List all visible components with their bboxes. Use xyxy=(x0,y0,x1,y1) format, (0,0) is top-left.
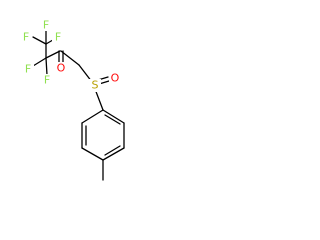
atom-o-sulfinyl: O xyxy=(111,72,120,85)
ring-inner-1 xyxy=(104,114,121,125)
atom-f4: F xyxy=(25,63,31,76)
bond-c2-f-left xyxy=(32,57,47,67)
atom-labels: F F F F F O S O xyxy=(20,18,121,92)
atom-o-ketone: O xyxy=(57,62,66,75)
ring-bond-6 xyxy=(81,109,104,124)
atom-s: S xyxy=(92,79,99,92)
bond-c3-c4 xyxy=(60,50,80,66)
atom-f3: F xyxy=(43,19,49,32)
atom-f5: F xyxy=(44,74,50,87)
ring-bond-1 xyxy=(102,109,125,124)
bond-c2-f-down xyxy=(45,57,48,76)
atom-f1: F xyxy=(55,31,61,44)
bond-c1-f-left xyxy=(32,36,47,45)
structural-formula: F F F F F O S O xyxy=(20,18,125,181)
bond-c2-c3 xyxy=(45,50,61,59)
atom-f2: F xyxy=(23,31,29,44)
ring-bond-3 xyxy=(102,147,125,161)
ring-inner-2 xyxy=(104,145,121,156)
ring-bond-4 xyxy=(81,147,104,161)
bonds xyxy=(32,30,125,181)
bond-s-ring xyxy=(94,88,104,111)
